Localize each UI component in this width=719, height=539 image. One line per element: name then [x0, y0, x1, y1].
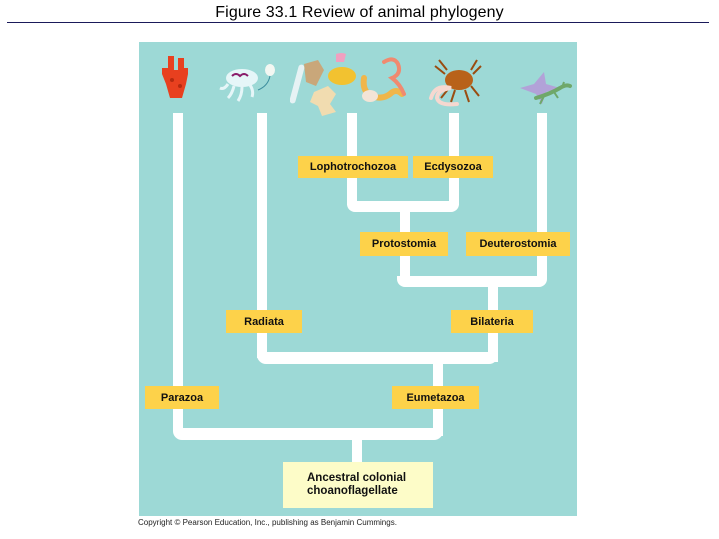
crossbar-root — [173, 428, 443, 440]
clade-label-protostomia: Protostomia — [360, 232, 448, 256]
branch-radiata — [257, 113, 267, 358]
seastar-lizard-icon — [520, 72, 572, 105]
lophotrochozoan-icons — [290, 53, 356, 116]
crossbar-eumetazoa — [257, 352, 498, 364]
clade-label-radiata: Radiata — [226, 310, 302, 333]
worm-icons — [360, 57, 406, 102]
root-label-line1: Ancestral colonial — [307, 472, 407, 484]
clade-label-parazoa: Parazoa — [145, 386, 219, 409]
sponge-icon — [162, 56, 188, 98]
copyright-notice: Copyright © Pearson Education, Inc., pub… — [138, 518, 397, 527]
figure-title: Figure 33.1 Review of animal phylogeny — [215, 4, 504, 21]
clade-label-ecdysozoa: Ecdysozoa — [413, 156, 493, 178]
title-underline — [7, 22, 709, 23]
root-label-ancestral-choanoflagellate: Ancestral colonial choanoflagellate — [283, 462, 433, 508]
clade-label-bilateria: Bilateria — [451, 310, 533, 333]
branch-parazoa — [173, 113, 183, 431]
clade-label-lophotrochozoa: Lophotrochozoa — [298, 156, 408, 178]
branch-root — [352, 434, 362, 464]
root-label-line2: choanoflagellate — [307, 485, 398, 497]
crossbar-bilateria — [397, 276, 547, 287]
crab-nematode-icon — [429, 59, 482, 107]
clade-label-eumetazoa: Eumetazoa — [392, 386, 479, 409]
jellyfish-icon — [219, 64, 275, 102]
clade-label-deuterostomia: Deuterostomia — [466, 232, 570, 256]
branch-deuterostomia — [537, 113, 547, 279]
